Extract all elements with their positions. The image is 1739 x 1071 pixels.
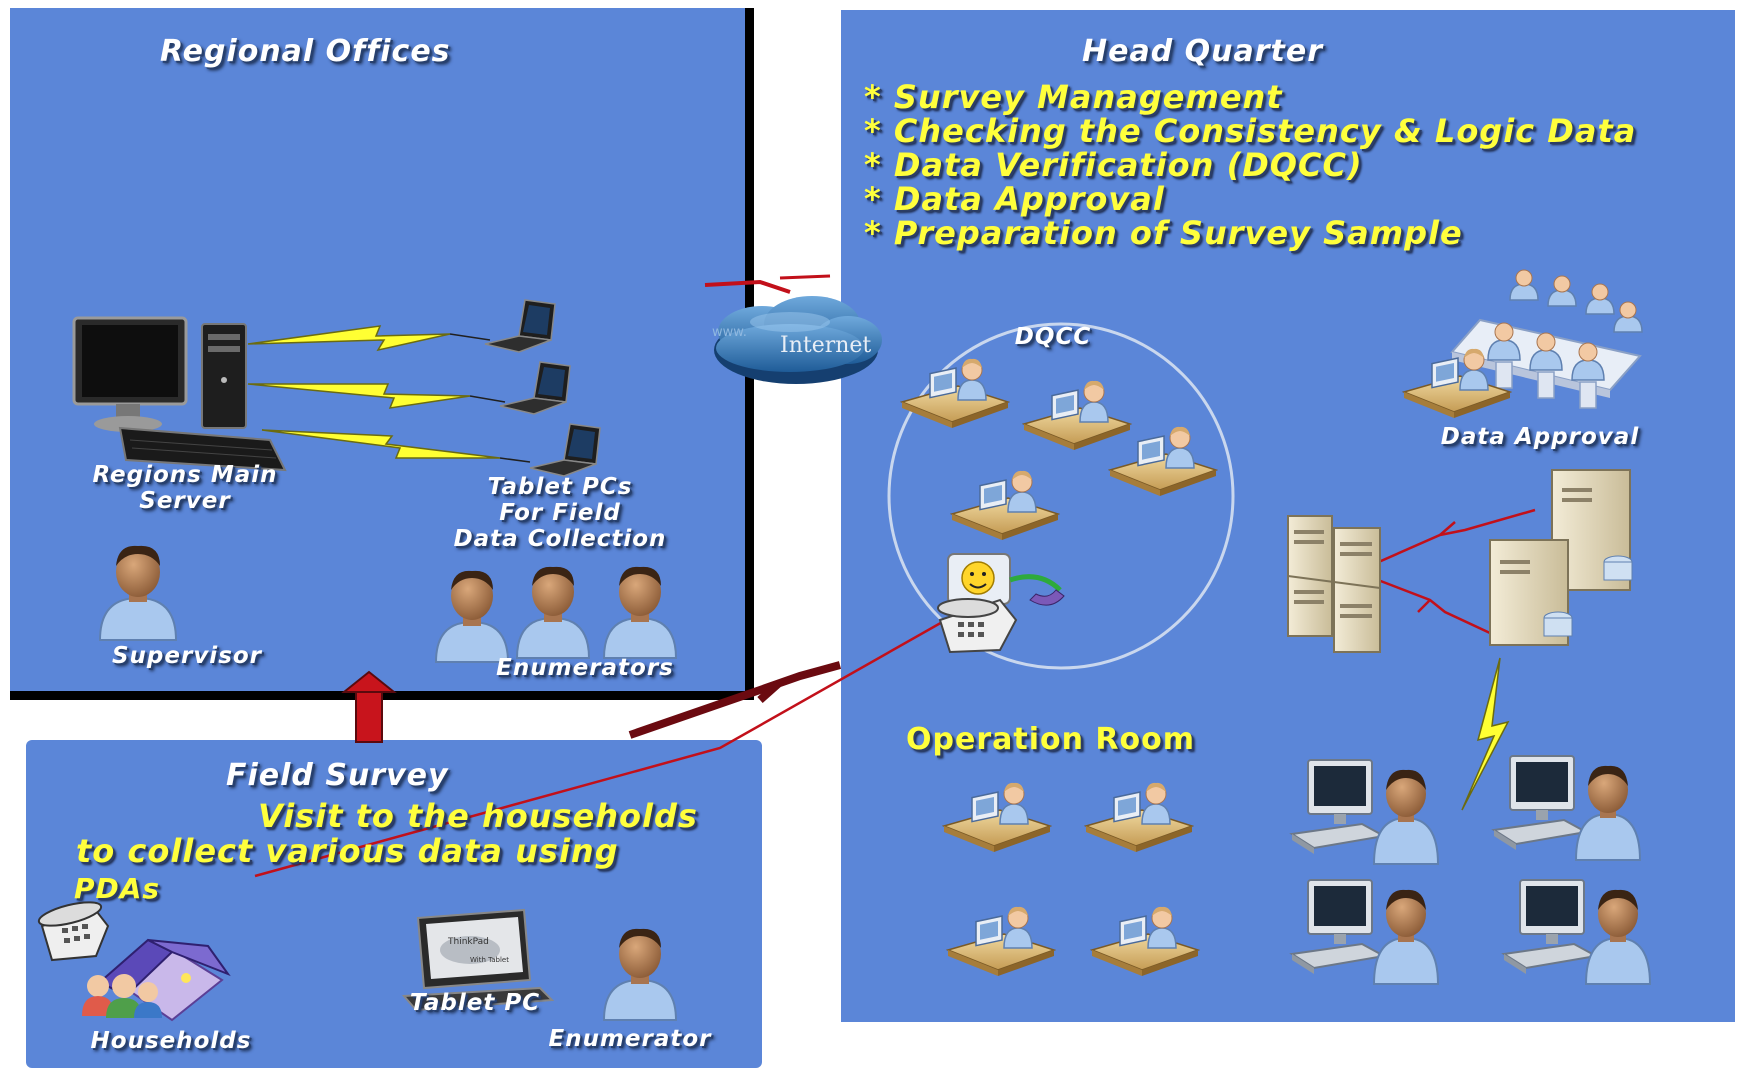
hq-function-item: * Data Verification (DQCC) (864, 146, 1363, 184)
hq-lightning-icon (1461, 657, 1510, 811)
hq-function-item: * Checking the Consistency & Logic Data (864, 112, 1637, 150)
dqcc-label: DQCC (1014, 324, 1092, 350)
tablet-screen-brand: ThinkPad (447, 937, 489, 947)
operation-room-workstation-icons (943, 782, 1199, 977)
supervisor-icon (98, 545, 178, 641)
enumerators-icon (434, 566, 678, 663)
enumerator-label: Enumerator (548, 1026, 712, 1052)
operation-room-label: Operation Room (906, 722, 1195, 757)
tablet-screen-subtext: With Tablet (470, 956, 509, 964)
up-arrow-icon (341, 670, 397, 743)
regions-main-server-icon (72, 316, 287, 472)
server-label-line2: Server (139, 488, 231, 514)
tablet-pc-icon: ThinkPad With Tablet (401, 908, 555, 1012)
data-approval-label: Data Approval (1440, 424, 1640, 450)
hq-function-item: * Survey Management (864, 78, 1283, 116)
dqcc-workstation-icons (901, 358, 1217, 541)
dqcc-circle (887, 322, 1235, 670)
data-approval-meeting-icon (1403, 269, 1643, 419)
internet-www-text: www. (712, 325, 747, 340)
tablet-pc-laptop-icons (484, 299, 601, 477)
tablet-pcs-label-line2: For Field (499, 500, 621, 526)
tablet-pcs-label-line3: Data Collection (453, 526, 667, 552)
hq-function-item: * Data Approval (864, 180, 1165, 218)
internet-cloud-icon (714, 296, 882, 384)
server-label-line1: Regions Main (92, 462, 278, 488)
head-quarter-title: Head Quarter (1082, 34, 1323, 69)
field-enumerator-icon (602, 928, 678, 1021)
field-description-line3: PDAs (74, 872, 161, 905)
tablet-pc-label: Tablet PC (409, 990, 541, 1016)
field-survey-title: Field Survey (226, 758, 449, 793)
households-label: Households (90, 1028, 252, 1054)
field-description-line2: to collect various data using (76, 832, 619, 870)
field-description-line1: Visit to the households (258, 797, 698, 835)
enumerators-label: Enumerators (496, 655, 674, 681)
internet-label: Internet (780, 333, 871, 358)
hq-database-servers-icon (1287, 469, 1633, 653)
red-connection-lines (254, 274, 1536, 878)
hq-functions-list: * Survey Management * Checking the Consi… (864, 80, 1636, 250)
regions-main-server-label: Regions Main Server (70, 462, 300, 514)
households-house-icon (82, 938, 231, 1022)
telephone-icon (37, 901, 110, 962)
telephone-smiley-icon (937, 553, 1065, 654)
wireless-lightning-icons (247, 325, 501, 459)
supervisor-label: Supervisor (111, 643, 263, 669)
wire-lines (449, 333, 531, 463)
tablet-pcs-label: Tablet PCs For Field Data Collection (430, 474, 690, 552)
hq-function-item: * Preparation of Survey Sample (864, 214, 1463, 252)
tablet-pcs-label-line1: Tablet PCs (487, 474, 633, 500)
regional-offices-title: Regional Offices (160, 34, 451, 69)
